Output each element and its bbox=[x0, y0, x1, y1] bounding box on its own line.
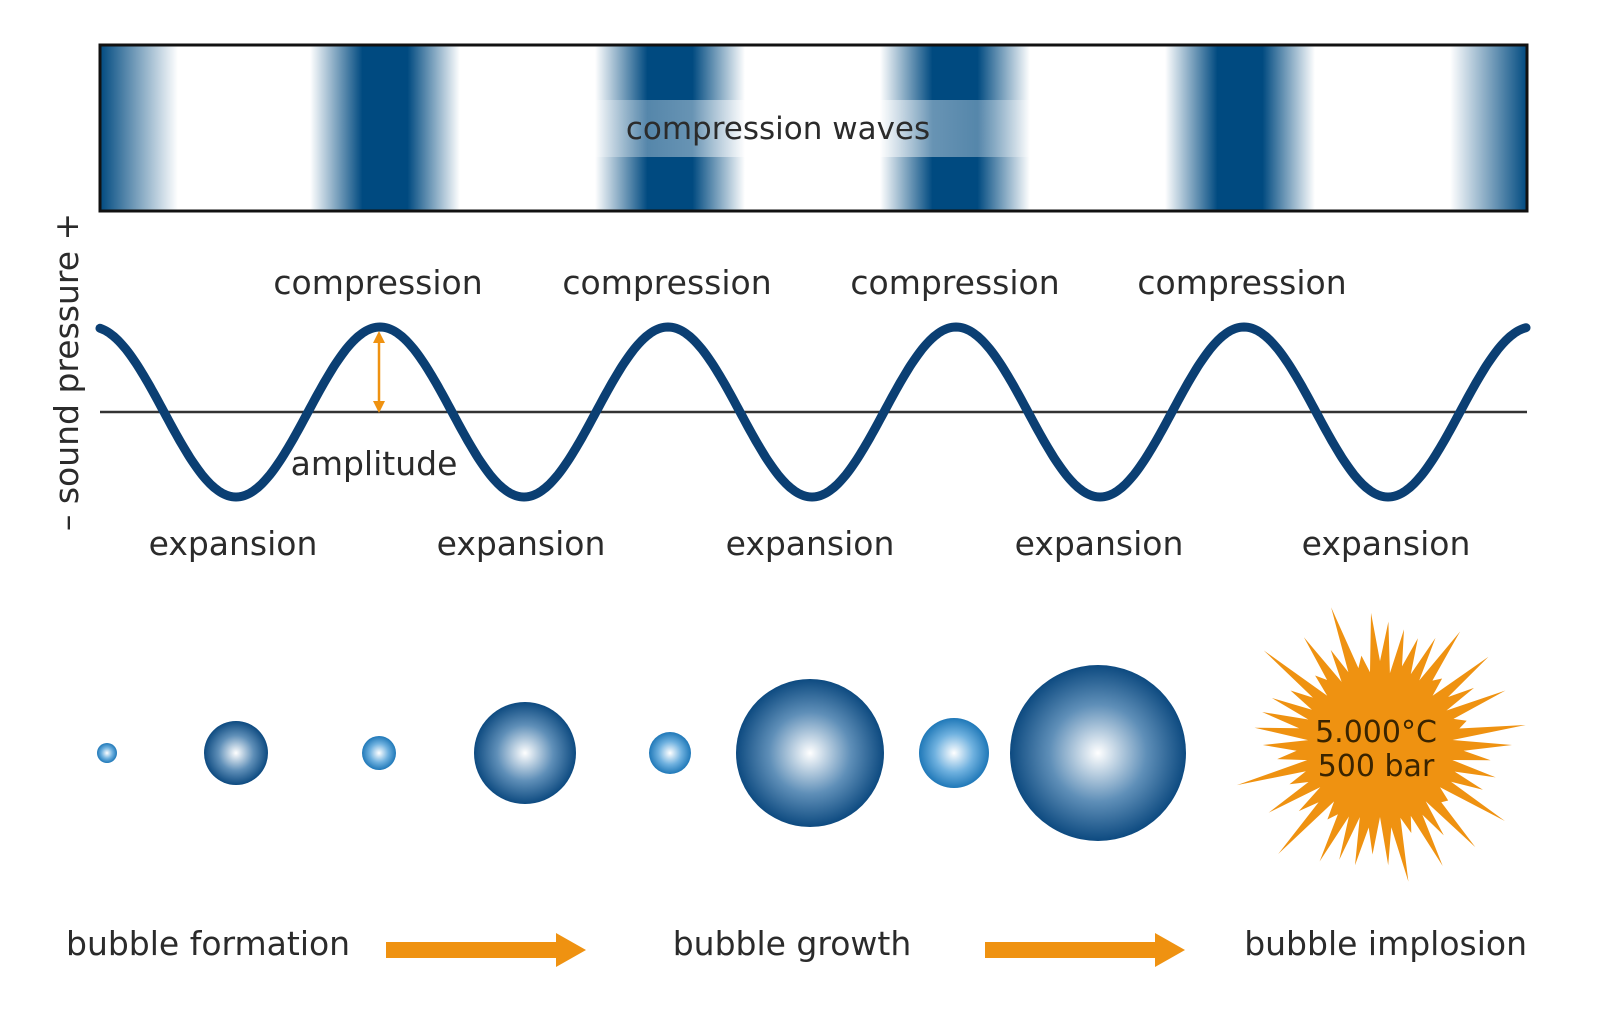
burst-icon bbox=[1236, 607, 1526, 882]
right-arrow-icon bbox=[386, 933, 586, 967]
right-arrow-icon bbox=[985, 933, 1185, 967]
compression-label-4: compression bbox=[1137, 263, 1346, 302]
bubble-4 bbox=[474, 702, 576, 804]
expansion-label-5: expansion bbox=[1302, 524, 1471, 563]
banner-band-5 bbox=[1165, 45, 1315, 211]
expansion-label-3: expansion bbox=[726, 524, 895, 563]
expansion-label-1: expansion bbox=[149, 524, 318, 563]
compression-waves-banner: compression waves bbox=[98, 43, 1529, 213]
bubble-2 bbox=[204, 721, 268, 785]
bubble-5 bbox=[649, 732, 691, 774]
amplitude-label: amplitude bbox=[291, 444, 458, 483]
compression-label-3: compression bbox=[850, 263, 1059, 302]
banner-frame bbox=[98, 43, 1529, 213]
sound-pressure-wave bbox=[95, 322, 1531, 502]
compression-label-2: compression bbox=[562, 263, 771, 302]
bubble-row bbox=[97, 665, 1186, 841]
bubble-3 bbox=[362, 736, 396, 770]
banner-band-1 bbox=[100, 45, 178, 211]
implosion-pressure: 500 bar bbox=[1318, 749, 1435, 784]
amplitude-arrow bbox=[373, 331, 385, 413]
expansion-label-2: expansion bbox=[437, 524, 606, 563]
bubble-7 bbox=[919, 718, 989, 788]
implosion-burst: 5.000°C 500 bar bbox=[1236, 607, 1526, 882]
banner-band-6 bbox=[1450, 45, 1527, 211]
bubble-8 bbox=[1010, 665, 1186, 841]
stage-growth-label: bubble growth bbox=[673, 924, 912, 963]
y-axis-label: – sound pressure + bbox=[47, 213, 86, 531]
bubble-1 bbox=[97, 743, 117, 763]
wave-plot: compression compression compression comp… bbox=[95, 263, 1531, 563]
stage-implosion-label: bubble implosion bbox=[1244, 924, 1527, 963]
bubble-6 bbox=[736, 679, 884, 827]
banner-band-2 bbox=[310, 45, 460, 211]
stage-formation-label: bubble formation bbox=[66, 924, 350, 963]
banner-label-bar bbox=[595, 100, 1030, 157]
stage-row: bubble formation bubble growth bubble im… bbox=[66, 924, 1527, 967]
banner-label: compression waves bbox=[626, 111, 930, 147]
compression-label-1: compression bbox=[273, 263, 482, 302]
expansion-label-4: expansion bbox=[1015, 524, 1184, 563]
implosion-temperature: 5.000°C bbox=[1315, 715, 1437, 750]
